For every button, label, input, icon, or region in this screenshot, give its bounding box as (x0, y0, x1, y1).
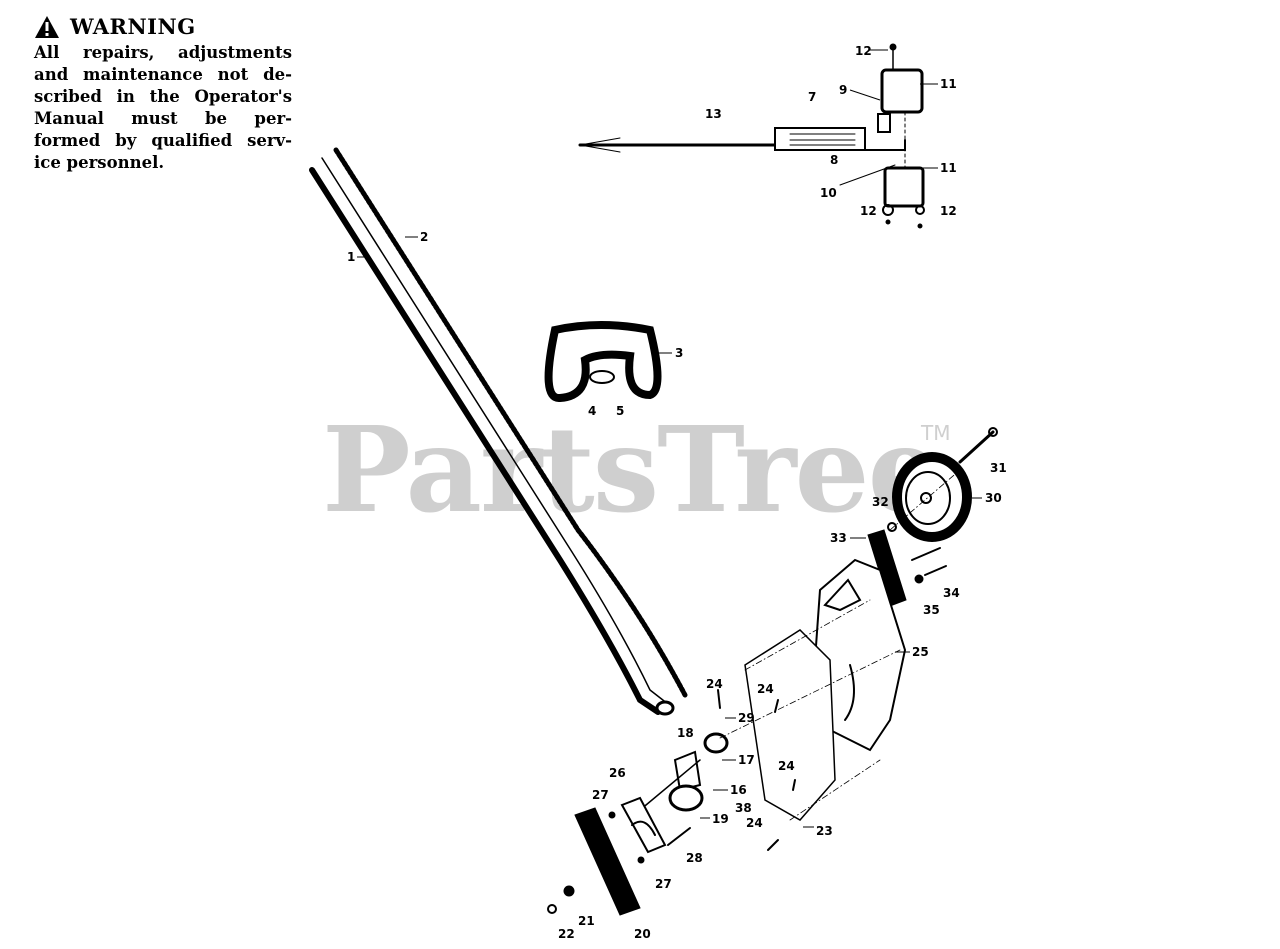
part-label-4: 4 (588, 404, 596, 418)
part-label-9: 9 (839, 83, 847, 97)
part-label-12: 12 (860, 204, 877, 218)
warning-line: formed by qualified serv- (34, 131, 292, 150)
part-label-3: 3 (675, 346, 683, 360)
warning-line: and maintenance not de- (34, 65, 292, 84)
partstree-watermark: PartsTree (322, 400, 943, 539)
part-flex-shaft (333, 147, 688, 698)
part-label-33: 33 (830, 531, 847, 545)
part-label-22: 22 (558, 927, 575, 941)
warning-triangle-icon (35, 15, 59, 38)
part-label-31: 31 (990, 461, 1007, 475)
trademark-symbol: TM (921, 421, 951, 445)
part-label-34: 34 (943, 586, 960, 600)
part-label-7: 7 (808, 90, 816, 104)
part-label-12: 12 (855, 44, 872, 58)
part-labels: 1 2 3 4 5 7 8 9 10 11 11 12 12 12 13 16 … (347, 44, 1007, 941)
part-label-10: 10 (820, 186, 837, 200)
part-edger-scraper (574, 807, 641, 916)
part-label-27: 27 (592, 788, 609, 802)
part-wheel-bolt (958, 427, 998, 464)
part-clamp (620, 796, 667, 854)
part-blade-guard (744, 629, 836, 821)
part-label-1: 1 (347, 250, 355, 264)
warning-line: ice personnel. (34, 153, 165, 172)
part-label-28: 28 (686, 851, 703, 865)
warning-line: scribed in the Operator's (34, 87, 292, 106)
warning-text: All repairs, adjustments and maintenance… (34, 42, 292, 174)
part-label-17: 17 (738, 753, 755, 767)
part-label-16: 16 (730, 783, 747, 797)
part-gearbox (639, 732, 729, 812)
part-label-24: 24 (778, 759, 795, 773)
part-label-18: 18 (677, 726, 694, 740)
part-label-11: 11 (940, 77, 957, 91)
part-label-8: 8 (830, 153, 838, 167)
part-handle (544, 321, 662, 402)
part-label-12: 12 (940, 204, 957, 218)
part-label-23: 23 (816, 824, 833, 838)
part-tube (309, 157, 675, 716)
part-wheel (892, 452, 972, 542)
part-label-24: 24 (757, 682, 774, 696)
part-label-24: 24 (746, 816, 763, 830)
part-label-32: 32 (872, 495, 889, 509)
part-label-19: 19 (712, 812, 729, 826)
part-throttle-assembly (578, 43, 925, 229)
part-label-38: 38 (735, 801, 752, 815)
leader-lines (357, 49, 982, 828)
part-label-35: 35 (923, 603, 940, 617)
part-label-11: 11 (940, 161, 957, 175)
part-label-26: 26 (609, 766, 626, 780)
part-label-27: 27 (655, 877, 672, 891)
part-label-5: 5 (616, 404, 624, 418)
part-label-25: 25 (912, 645, 929, 659)
part-label-30: 30 (985, 491, 1002, 505)
warning-line: All repairs, adjustments (34, 43, 292, 62)
warning-header: WARNING (34, 14, 292, 39)
part-label-13: 13 (705, 107, 722, 121)
warning-title: WARNING (70, 14, 196, 39)
part-label-21: 21 (578, 914, 595, 928)
part-label-20: 20 (634, 927, 651, 941)
warning-line: Manual must be per- (34, 109, 292, 128)
part-label-29: 29 (738, 711, 755, 725)
part-label-24: 24 (706, 677, 723, 691)
part-label-2: 2 (420, 230, 428, 244)
warning-notice: WARNING All repairs, adjustments and mai… (34, 14, 292, 174)
alignment-lines (719, 469, 961, 821)
part-fasteners (547, 522, 947, 914)
